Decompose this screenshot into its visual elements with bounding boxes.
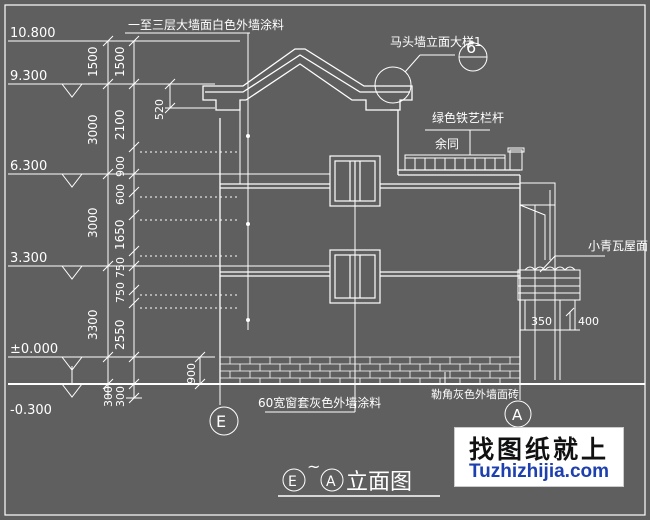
building-elevation (202, 48, 521, 385)
watermark: 找图纸就上 Tuzhizhijia.com (454, 427, 624, 487)
axis-label-a: A (512, 406, 523, 424)
leader-lines (125, 32, 605, 413)
note-roof-tile: 小青瓦屋面 (588, 239, 648, 253)
dimension-values-outer: 1500 3000 3000 3300 300 (86, 46, 115, 407)
level-label-6300: 6.300 (10, 159, 47, 174)
side-structure (517, 182, 581, 380)
dim-parapet-520: 520 (153, 99, 166, 120)
dim-inner-300: 300 (114, 386, 127, 407)
level-label-3300: 3.300 (10, 251, 47, 266)
annotation-notes: 一至三层大墙面白色外墙涂料 马头墙立面大样1 6 绿色铁艺栏杆 余同 小青瓦屋面… (128, 17, 648, 410)
note-window-trim: 60宽窗套灰色外墙涂料 (258, 395, 381, 410)
dim-overhang-350: 350 (531, 315, 552, 328)
watermark-en: Tuzhizhijia.com (468, 461, 610, 482)
level-labels: 10.800 9.300 6.300 3.300 ±0.000 -0.300 (10, 26, 58, 418)
dim-outer-3300: 3300 (86, 309, 100, 340)
axis-label-e: E (216, 412, 226, 431)
plinth-brick (219, 356, 521, 385)
drawing-title: E ~ A 立面图 (278, 457, 440, 497)
title-axis-from: E (288, 474, 297, 490)
level-label-9300: 9.300 (10, 69, 47, 84)
terrace-railing (404, 147, 525, 171)
dimension-lines (100, 35, 240, 404)
drawing-frame (4, 4, 646, 516)
dim-plinth-900: 900 (185, 363, 198, 384)
dim-inner-750-a: 750 (114, 257, 127, 278)
level-label-10800: 10.800 (10, 26, 56, 41)
dim-outer-3000: 3000 (86, 207, 100, 238)
dim-awning-400: 400 (578, 315, 599, 328)
dimension-values-inner: 1500 2100 900 600 1650 750 750 2550 300 … (113, 46, 198, 407)
dim-inner-2100: 2100 (113, 109, 127, 140)
dim-inner-1650: 1650 (113, 219, 127, 250)
note-railing-sub: 余同 (435, 136, 459, 151)
level-label-neg0300: -0.300 (10, 403, 52, 418)
axis-markers (209, 384, 532, 436)
dim-outer-1500: 1500 (86, 46, 100, 77)
watermark-cn: 找图纸就上 (468, 435, 609, 464)
dim-inner-1500: 1500 (113, 46, 127, 77)
dim-inner-2550: 2550 (113, 319, 127, 350)
dim-inner-600: 600 (114, 184, 127, 205)
level-label-0000: ±0.000 (10, 342, 58, 357)
dim-outer-300: 300 (102, 386, 115, 407)
title-axis-to: A (326, 474, 336, 490)
dim-inner-900: 900 (114, 156, 127, 177)
dim-outer-3000-top: 3000 (86, 114, 100, 145)
dim-inner-750-b: 750 (114, 282, 127, 303)
title-separator: ~ (307, 457, 320, 476)
detail-number: 6 (466, 38, 476, 57)
title-text: 立面图 (346, 470, 412, 495)
note-gable-detail: 马头墙立面大样1 (390, 34, 482, 49)
note-plinth-brick: 勒角灰色外墙面砖 (431, 387, 519, 401)
note-railing: 绿色铁艺栏杆 (432, 110, 504, 125)
note-wall-paint: 一至三层大墙面白色外墙涂料 (128, 17, 284, 32)
